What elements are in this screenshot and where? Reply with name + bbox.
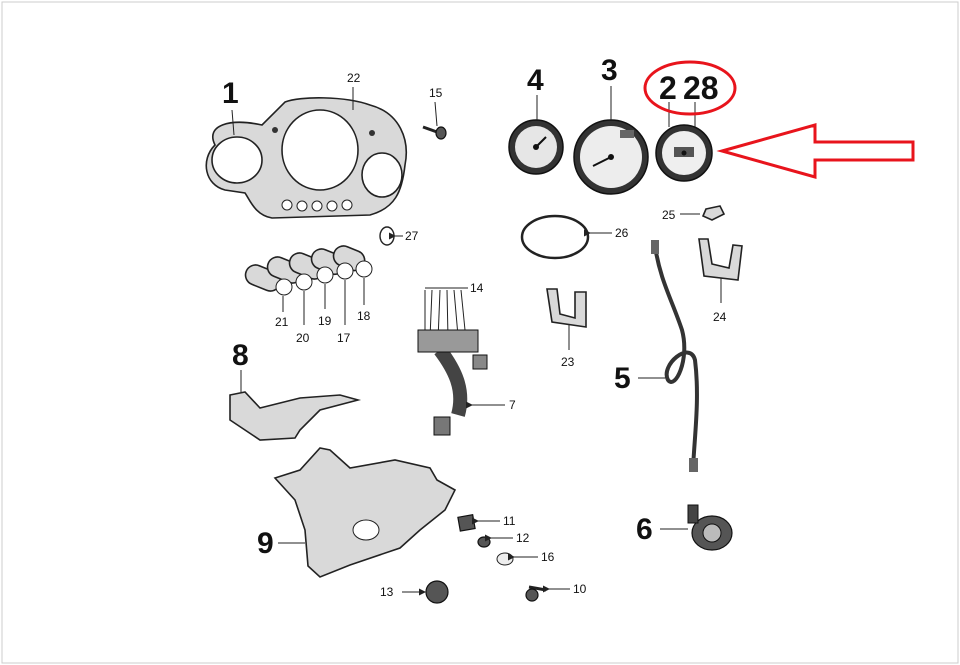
label-8: 8 xyxy=(232,339,249,372)
label-23: 23 xyxy=(561,355,575,369)
nut-25 xyxy=(701,205,726,221)
washer-16 xyxy=(496,552,514,566)
speedometer-cable xyxy=(651,240,699,472)
gasket-26 xyxy=(520,214,590,260)
label-15: 15 xyxy=(429,86,443,100)
tachometer xyxy=(573,119,649,195)
fuel-gauge xyxy=(508,119,564,175)
instrument-panel-cover xyxy=(205,97,407,219)
bracket-24 xyxy=(698,238,743,281)
label-1: 1 xyxy=(222,77,239,110)
label-14: 14 xyxy=(470,281,484,295)
label-17: 17 xyxy=(337,331,351,345)
label-9: 9 xyxy=(257,527,274,560)
label-27: 27 xyxy=(405,229,419,243)
label-21: 21 xyxy=(275,315,289,329)
speedometer-drive xyxy=(687,504,733,551)
lower-cover-9 xyxy=(273,447,457,578)
nut-12 xyxy=(477,536,491,548)
label-25: 25 xyxy=(662,208,676,222)
speedometer xyxy=(655,124,713,182)
label-5: 5 xyxy=(614,362,631,395)
warning-light-bulbs xyxy=(244,245,373,296)
label-4: 4 xyxy=(527,64,544,97)
label-24: 24 xyxy=(713,310,727,324)
wiring-harness xyxy=(417,289,488,436)
label-22: 22 xyxy=(347,71,361,85)
side-cover-8 xyxy=(229,391,362,441)
label-12: 12 xyxy=(516,531,530,545)
label-6: 6 xyxy=(636,513,653,546)
highlight-circle xyxy=(643,60,737,116)
label-26: 26 xyxy=(615,226,629,240)
label-13: 13 xyxy=(380,585,394,599)
label-11: 11 xyxy=(503,514,516,528)
label-10: 10 xyxy=(573,582,587,596)
label-16: 16 xyxy=(541,550,555,564)
label-20: 20 xyxy=(296,331,310,345)
label-19: 19 xyxy=(318,314,332,328)
label-7: 7 xyxy=(509,398,516,412)
label-2: 2 xyxy=(659,70,677,106)
clip-11 xyxy=(457,514,476,532)
highlight-arrow xyxy=(716,123,915,179)
label-18: 18 xyxy=(357,309,371,323)
screw-15 xyxy=(422,125,447,140)
grommet-13 xyxy=(425,580,449,604)
label-28: 28 xyxy=(683,70,719,106)
bracket-23 xyxy=(546,288,587,328)
label-3: 3 xyxy=(601,54,618,87)
